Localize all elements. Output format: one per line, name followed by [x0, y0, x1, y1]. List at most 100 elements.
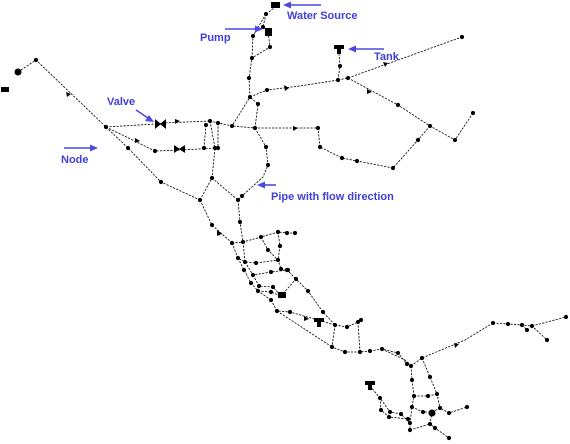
junction-node	[253, 260, 259, 266]
valve-annotation	[135, 109, 154, 122]
valve-icon	[155, 119, 166, 129]
junction-node	[268, 297, 274, 303]
junction-node	[379, 346, 385, 352]
junction-node	[386, 414, 392, 420]
flow-arrow-icon	[175, 119, 180, 124]
junction-node	[275, 229, 281, 235]
junction-node	[329, 344, 335, 350]
junction-node	[390, 165, 396, 171]
pipe	[17, 59, 107, 128]
water-source-annotation	[283, 1, 321, 9]
flow-arrow-icon	[135, 138, 140, 143]
junction-node	[355, 319, 361, 325]
flow-arrow-icon	[66, 92, 71, 97]
junction-node	[255, 288, 261, 294]
junction-node	[437, 405, 443, 411]
pump-icon	[278, 292, 286, 298]
junction-node	[415, 137, 421, 143]
junction-node	[249, 55, 255, 61]
junction-node	[395, 350, 401, 356]
junction-node	[332, 322, 338, 328]
junction-node	[339, 155, 345, 161]
junction-node	[446, 410, 452, 416]
junction-node	[315, 125, 321, 131]
junction-node	[237, 219, 243, 225]
flow-arrow-icon	[284, 85, 289, 91]
junction-node	[357, 349, 363, 355]
pump-label: Pump	[200, 32, 231, 44]
junction-node	[212, 145, 218, 151]
junction-node	[250, 33, 256, 39]
junction-node	[358, 317, 364, 323]
junction-node	[344, 324, 350, 330]
junction-node	[395, 102, 401, 108]
junction-node	[246, 75, 252, 81]
junction-node	[287, 309, 293, 315]
junction-node	[252, 125, 258, 131]
junction-node	[235, 197, 241, 203]
junction-nodes	[33, 11, 569, 441]
reservoir-left-icon	[1, 68, 22, 92]
junction-node	[250, 272, 256, 278]
junction-node	[33, 57, 39, 63]
junction-node	[274, 308, 280, 314]
pipe	[270, 299, 336, 326]
pipe-network	[17, 4, 567, 439]
junction-node	[398, 411, 404, 417]
junction-node	[240, 239, 246, 245]
junction-node	[215, 120, 221, 126]
junction-node	[229, 123, 235, 129]
flow-arrow-icon	[367, 89, 372, 94]
junction-node	[409, 404, 415, 410]
junction-node	[345, 75, 351, 81]
junction-node	[320, 309, 326, 315]
junction-node	[284, 230, 290, 236]
junction-node	[263, 11, 269, 17]
pipe	[276, 310, 333, 348]
pipe	[280, 278, 336, 326]
junction-node	[209, 175, 215, 181]
pipe-label: Pipe with flow direction	[271, 191, 394, 203]
junction-node	[209, 222, 215, 228]
junction-node	[452, 137, 458, 143]
valve-label: Valve	[107, 96, 135, 108]
junction-node	[490, 320, 496, 326]
junction-node	[201, 145, 207, 151]
junction-node	[256, 283, 262, 289]
flow-arrow-icon	[304, 316, 309, 321]
junction-node	[275, 257, 281, 263]
junction-node	[158, 179, 164, 185]
pipe	[347, 77, 474, 141]
pipe	[410, 322, 494, 367]
valve-icon	[174, 145, 185, 153]
junction-node	[446, 435, 452, 441]
junction-node	[337, 63, 343, 69]
junction-node	[519, 322, 525, 328]
junction-node	[407, 420, 413, 426]
flow-arrow-icon	[217, 230, 222, 236]
junction-node	[335, 77, 341, 83]
junction-node	[405, 416, 411, 422]
pipe	[414, 393, 438, 397]
junction-node	[404, 361, 410, 367]
pipe	[429, 411, 450, 439]
junction-node	[103, 124, 109, 130]
pipe	[252, 274, 282, 297]
junction-node	[268, 269, 274, 275]
junction-node	[470, 110, 476, 116]
tank-icon	[334, 45, 344, 54]
pipe	[209, 96, 251, 127]
junction-node	[563, 314, 569, 320]
pipe	[411, 406, 468, 414]
junction-node	[317, 144, 323, 150]
junction-node	[260, 24, 266, 30]
junction-node	[264, 87, 270, 93]
pipe	[251, 13, 271, 59]
junction-node	[505, 321, 511, 327]
pipe	[357, 321, 361, 353]
junction-node	[427, 421, 433, 427]
junction-node	[270, 284, 276, 290]
pipe	[249, 79, 339, 98]
pump-annotation	[225, 25, 263, 33]
